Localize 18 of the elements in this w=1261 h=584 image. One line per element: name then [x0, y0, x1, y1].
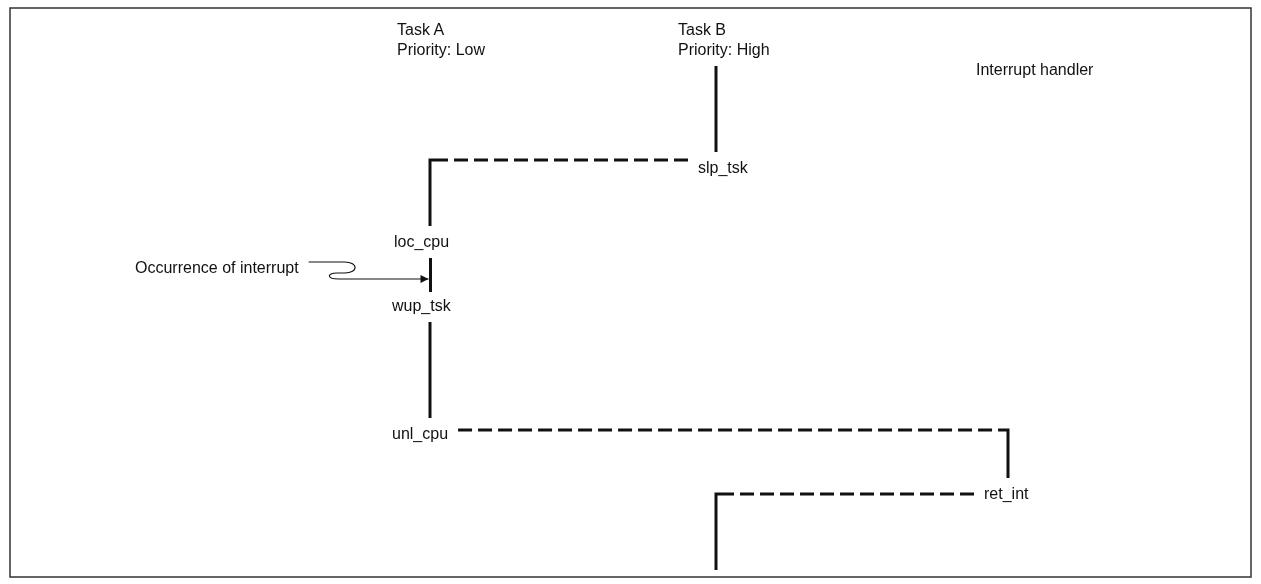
handler-heading: Interrupt handler: [976, 60, 1094, 80]
service-call-label: wup_tsk: [392, 296, 451, 316]
service-call-label: ret_int: [984, 484, 1029, 504]
interrupt-arrow: [308, 261, 430, 283]
service-call-label: unl_cpu: [392, 424, 449, 444]
service-call-label: slp_tsk: [698, 158, 748, 178]
priority-label: Priority: High: [678, 40, 770, 60]
event-label: Occurrence of interrupt: [135, 258, 299, 278]
execution-bar: [428, 258, 432, 292]
task-name: Task B: [678, 20, 727, 40]
service-call-label: loc_cpu: [394, 232, 450, 252]
execution-line: [428, 322, 432, 418]
dashed-connector: [714, 492, 974, 570]
execution-line: [714, 66, 718, 152]
task-name: Task A: [397, 20, 446, 40]
priority-label: Priority: Low: [397, 40, 486, 60]
dashed-connector: [428, 158, 688, 226]
dashed-connector: [458, 428, 1010, 478]
